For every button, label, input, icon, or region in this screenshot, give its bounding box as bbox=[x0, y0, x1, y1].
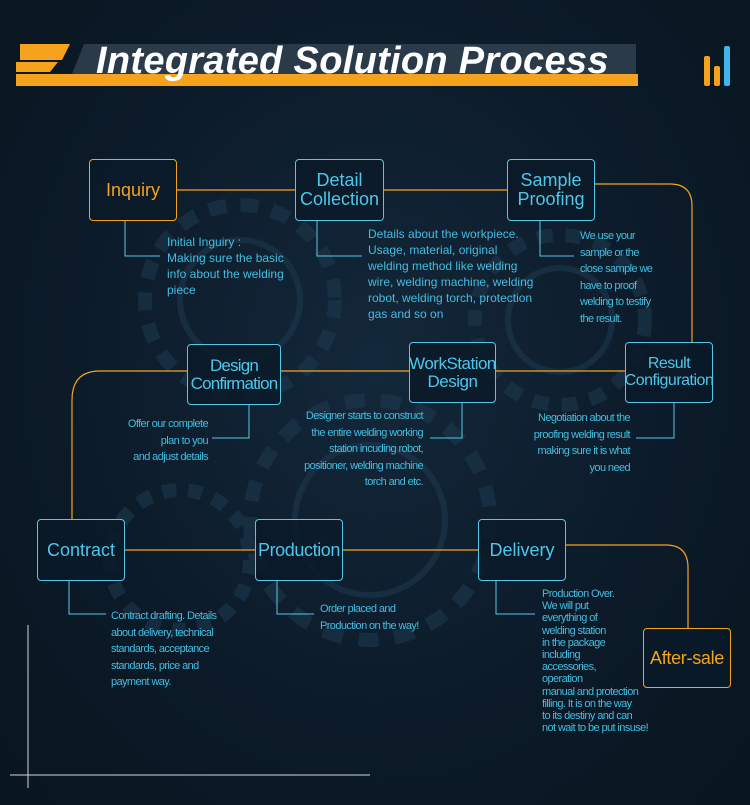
step-result-configuration: Result Configuration bbox=[625, 342, 714, 403]
description-sample-proofing: We use your sample or the close sample w… bbox=[580, 230, 653, 325]
step-detail-collection: Detail Collection bbox=[295, 159, 384, 221]
step-workstation-design: WorkStation Design bbox=[409, 342, 496, 403]
description-detail-collection: Details about the workpiece. Usage, mate… bbox=[368, 227, 534, 321]
description-leaders bbox=[68, 221, 675, 615]
bar-chart-icon bbox=[704, 46, 730, 86]
step-delivery: Delivery bbox=[478, 519, 566, 581]
step-inquiry: Inquiry bbox=[89, 159, 177, 221]
description-workstation-design: Designer starts to construct the entire … bbox=[304, 410, 424, 488]
step-production: Production bbox=[255, 519, 343, 581]
description-contract: Contract drafting. Details about deliver… bbox=[111, 610, 217, 688]
description-delivery: Production Over. We will put everything … bbox=[542, 588, 649, 735]
step-contract: Contract bbox=[37, 519, 125, 581]
description-design-confirmation: Offer our complete plan to you and adjus… bbox=[127, 418, 209, 463]
description-result-configuration: Negotiation about the proofing welding r… bbox=[533, 412, 631, 474]
step-after-sale: After-sale bbox=[643, 628, 731, 688]
page-title: Integrated Solution Process bbox=[96, 40, 609, 82]
flow-connectors bbox=[71, 183, 693, 628]
step-sample-proofing: Sample Proofing bbox=[507, 159, 595, 221]
corner-guides bbox=[10, 625, 370, 788]
title-banner bbox=[16, 44, 638, 86]
description-production: Order placed and Production on the way! bbox=[320, 603, 419, 632]
description-inquiry: Initial Inguiry : Making sure the basic … bbox=[167, 235, 284, 297]
step-design-confirmation: Design Confirmation bbox=[187, 344, 281, 405]
